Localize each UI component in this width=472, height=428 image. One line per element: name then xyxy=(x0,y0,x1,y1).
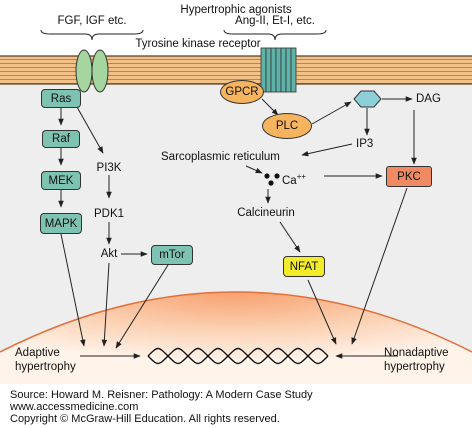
pdk1-label: PDK1 xyxy=(93,208,125,220)
pathway-arrows xyxy=(58,96,417,359)
nonadaptive-hypertrophy-line2: hypertrophy xyxy=(384,361,445,373)
nfat-box: NFAT xyxy=(283,256,325,277)
tyrosine-kinase-receptor-right xyxy=(91,49,109,93)
ras-box: Ras xyxy=(41,89,81,108)
mtor-box: mTor xyxy=(151,245,193,265)
pkc-box: PKC xyxy=(386,166,432,187)
akt-label: Akt xyxy=(100,248,118,260)
ca-dot xyxy=(268,180,274,186)
pi3k-label: PI3K xyxy=(96,162,122,174)
ip3-label: IP3 xyxy=(356,138,374,150)
fgf-brace xyxy=(40,29,144,41)
ca-text: Ca xyxy=(282,175,297,187)
tyrosine-kinase-receptor-left xyxy=(75,49,93,93)
hypertrophic-agonists-label: Hypertrophic agonists xyxy=(180,4,292,16)
plc-oval: PLC xyxy=(262,113,312,139)
ca-charge: ++ xyxy=(296,172,307,181)
website-line: www.accessmedicine.com xyxy=(10,401,139,413)
nonadaptive-hypertrophy-line1: Nonadaptive xyxy=(384,347,449,359)
mapk-box: MAPK xyxy=(40,213,82,234)
gpcr-oval: GPCR xyxy=(220,80,264,104)
ca-dot xyxy=(274,173,280,179)
ang-brace xyxy=(223,29,327,41)
adaptive-hypertrophy-line1: Adaptive xyxy=(15,347,60,359)
ca-label: Ca++ xyxy=(282,170,306,188)
dna-strand-a xyxy=(147,347,329,365)
adaptive-hypertrophy-line2: hypertrophy xyxy=(15,361,76,373)
ca-dot xyxy=(264,173,270,179)
raf-box: Raf xyxy=(42,130,80,148)
nucleus xyxy=(0,292,472,384)
dna-strand-b xyxy=(147,347,329,365)
source-line: Source: Howard M. Reisner: Pathology: A … xyxy=(10,389,313,401)
fgf-igf-label: FGF, IGF etc. xyxy=(57,15,127,27)
copyright-line: Copyright © McGraw-Hill Education. All r… xyxy=(10,413,280,425)
mek-box: MEK xyxy=(41,171,81,190)
ang-et-label: Ang-II, Et-I, etc. xyxy=(235,15,315,27)
dag-label: DAG xyxy=(416,93,441,105)
calcineurin-label: Calcineurin xyxy=(237,207,295,219)
sarcoplasmic-reticulum-label: Sarcoplasmic reticulum xyxy=(161,151,280,163)
gpcr-transmembrane-bars xyxy=(260,47,297,93)
tyrosine-kinase-receptor-label: Tyrosine kinase receptor xyxy=(135,38,261,50)
ip3-hexagon xyxy=(353,90,382,108)
